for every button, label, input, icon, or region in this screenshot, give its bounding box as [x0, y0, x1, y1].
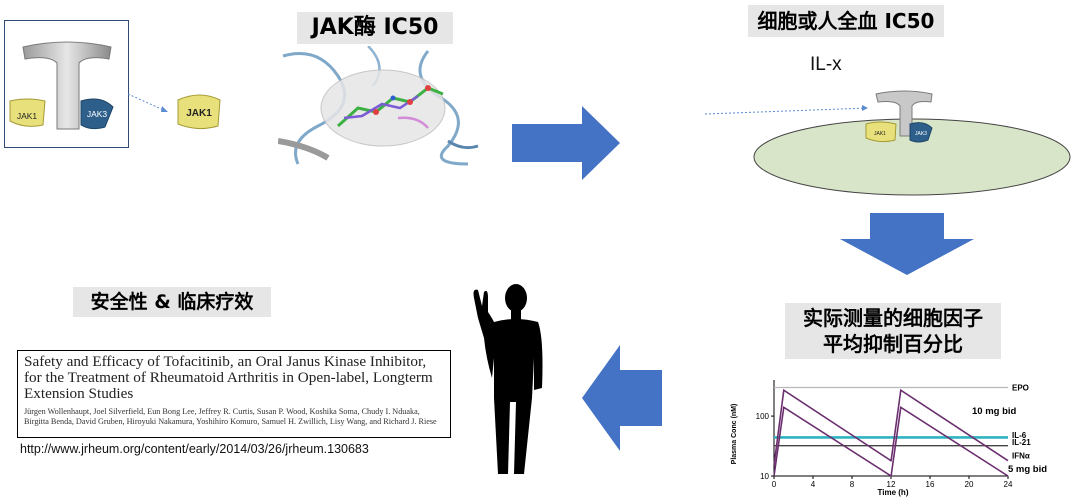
pk-ref-label: IFNα — [1012, 452, 1030, 461]
jak-ic50-label: JAK酶 IC50 — [297, 12, 453, 44]
jak1-label: JAK1 — [17, 111, 38, 121]
jak-receptor-box: JAK1 JAK3 — [4, 20, 129, 148]
cytokine-inhibition-label: 实际测量的细胞因子 平均抑制百分比 — [785, 303, 1001, 359]
citation-url: http://www.jrheum.org/content/early/2014… — [20, 442, 369, 456]
pk-x-tick-label: 8 — [850, 480, 855, 489]
protein-structure-image — [278, 46, 484, 166]
pk-series-line — [773, 388, 1009, 466]
free-jak1-shape — [177, 94, 221, 130]
cell-jak3-shape — [909, 122, 933, 143]
jak3-shape — [80, 98, 114, 130]
flow-arrow-right — [512, 106, 620, 180]
pk-x-tick-label: 12 — [887, 480, 896, 489]
safety-efficacy-label: 安全性 & 临床疗效 — [73, 287, 271, 317]
pk-x-tick-label: 16 — [926, 480, 935, 489]
dashed-arrow-free-jak1: JAK1 — [128, 93, 221, 130]
cell-membrane-diagram: JAK1 JAK3 — [704, 90, 1071, 196]
cell-receptor-shape — [875, 90, 933, 137]
il-x-label: IL-x — [810, 54, 842, 75]
jak1-shape — [9, 98, 46, 127]
pk-x-tick-label: 0 — [772, 480, 777, 489]
pk-series-line — [773, 405, 1009, 477]
cell-jak3-label: JAK3 — [915, 131, 927, 137]
pk-ref-label: IL-21 — [1012, 438, 1031, 447]
pk-x-tick-label: 24 — [1004, 480, 1013, 489]
cytokine-label-line2: 平均抑制百分比 — [823, 332, 963, 356]
pk-series: 10 mg bid 5 mg bid — [773, 388, 1047, 477]
citation-title: Safety and Efficacy of Tofacitinib, an O… — [24, 353, 433, 402]
pk-y-tick-label: 10 — [760, 472, 769, 481]
pk-ref-label: IL-6 — [1012, 431, 1027, 440]
free-jak1-label: JAK1 — [186, 108, 212, 119]
jak3-label: JAK3 — [87, 109, 108, 119]
pk-y-tick-label: 100 — [756, 412, 770, 421]
cytokine-label-line1: 实际测量的细胞因子 — [803, 306, 983, 330]
pk-series-label: 5 mg bid — [1008, 464, 1047, 475]
person-silhouette — [473, 284, 543, 474]
cell-jak1-label: JAK1 — [874, 131, 886, 137]
pk-ylabel: Plasma Conc (nM) — [731, 404, 738, 465]
jak-receptor-diagram: JAK1 JAK3 — [9, 41, 114, 130]
pk-xlabel: Time (h) — [878, 488, 909, 497]
cell-jak1-shape — [865, 121, 897, 143]
citation-box: Safety and Efficacy of Tofacitinib, an O… — [17, 350, 451, 438]
citation-authors: Jürgen Wollenhaupt, Joel Silverfield, Eu… — [24, 407, 437, 426]
receptor-shape — [22, 41, 112, 130]
pk-x-tick-label: 20 — [965, 480, 974, 489]
flow-arrow-left — [582, 345, 662, 451]
cytokine-dashed-arrow — [704, 107, 869, 115]
flow-arrow-down — [840, 213, 974, 275]
cell-ic50-label: 细胞或人全血 IC50 — [748, 5, 944, 37]
pk-ref-label: EPO — [1012, 383, 1029, 392]
pk-x-tick-label: 4 — [811, 480, 816, 489]
pk-series-label: 10 mg bid — [972, 406, 1017, 417]
